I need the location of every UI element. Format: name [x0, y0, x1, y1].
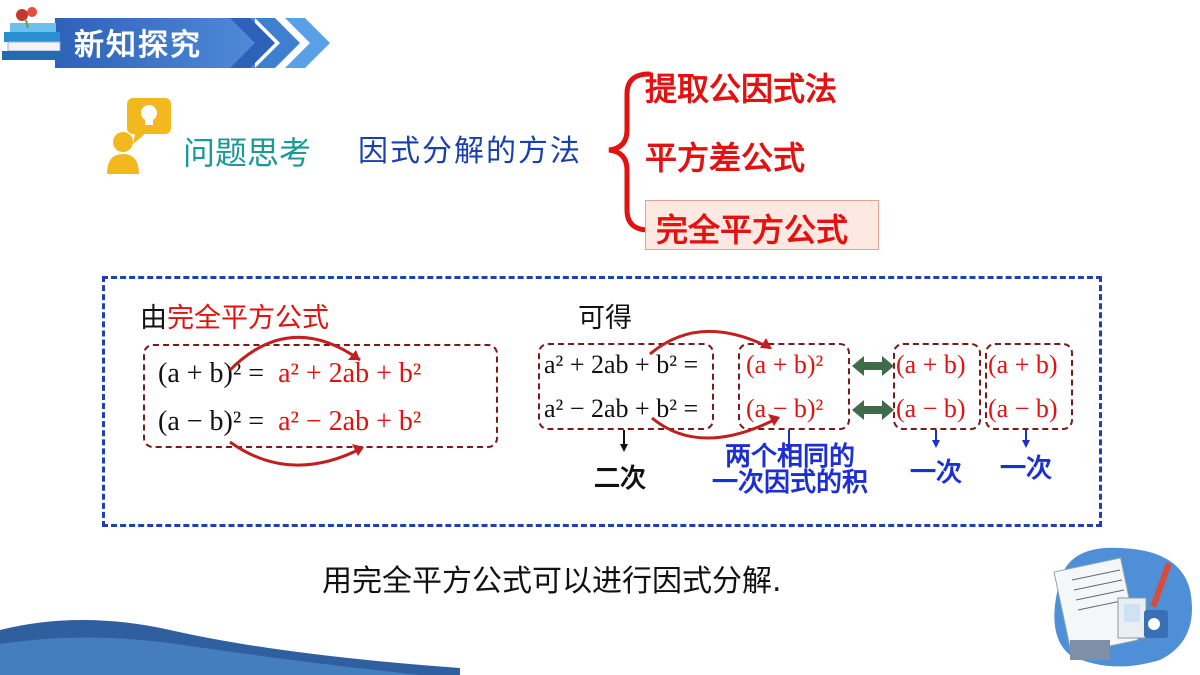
wave-decoration [0, 620, 460, 675]
thinking-person-icon [107, 98, 171, 174]
note-product: 两个相同的 一次因式的积 [711, 442, 868, 498]
header-banner [55, 18, 330, 68]
right-eq2-factor1: (a − b) [896, 394, 966, 423]
right-intro: 可得 [578, 303, 632, 334]
math-study-illustration [1053, 547, 1192, 667]
right-eq2-factor2: (a − b) [988, 394, 1058, 423]
note-second-degree: 二次 [594, 464, 647, 494]
double-arrow-icon [852, 356, 894, 420]
conclusion-text: 用完全平方公式可以进行因式分解. [322, 564, 782, 599]
right-eq1-lhs: a² + 2ab + b² = [544, 350, 699, 379]
right-eq1-factor1: (a + b) [896, 350, 966, 379]
method-extract-common-factor: 提取公因式法 [645, 70, 838, 108]
method-highlight-box [645, 200, 879, 250]
right-eq2-lhs: a² − 2ab + b² = [544, 394, 699, 423]
note-first-degree-1: 一次 [910, 458, 963, 488]
left-eq-plus: (a + b)² = a² + 2ab + b² [158, 358, 422, 389]
section-title: 新知探究 [74, 28, 202, 63]
left-intro: 由完全平方公式 [140, 303, 329, 334]
question-topic: 因式分解的方法 [358, 134, 582, 169]
trinomial-box [538, 343, 714, 430]
books-icon [2, 7, 62, 60]
left-eq-minus: (a − b)² = a² − 2ab + b² [158, 406, 422, 437]
right-eq1-factor2: (a + b) [988, 350, 1058, 379]
left-formula-box [143, 344, 498, 448]
right-eq2-square: (a − b)² [746, 394, 824, 423]
right-arrows [620, 330, 1030, 452]
right-eq1-square: (a + b)² [746, 350, 824, 379]
method-perfect-square: 完全平方公式 [656, 211, 849, 249]
square-box [738, 343, 850, 430]
formula-box [102, 276, 1102, 527]
question-label: 问题思考 [183, 134, 312, 172]
factor2-box [985, 343, 1073, 430]
brace-icon [608, 71, 652, 233]
factor1-box [893, 343, 981, 430]
left-arrows [228, 335, 364, 467]
method-difference-of-squares: 平方差公式 [645, 139, 806, 177]
note-first-degree-2: 一次 [1000, 454, 1053, 484]
